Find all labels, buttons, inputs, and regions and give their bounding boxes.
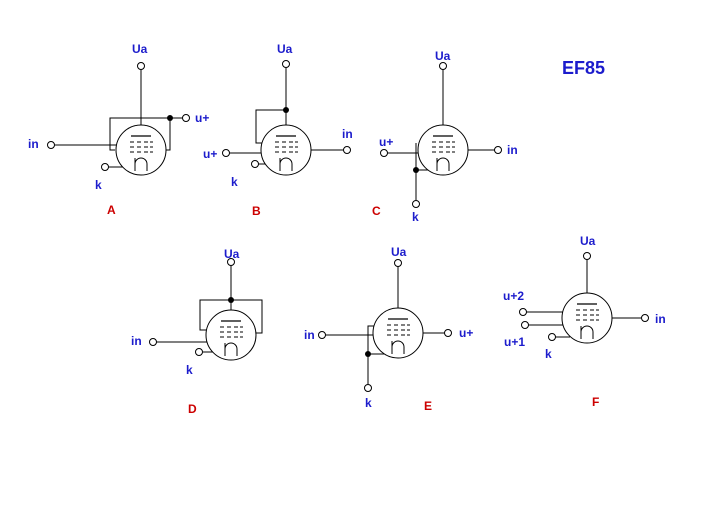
cathode-terminal[interactable] — [251, 160, 259, 168]
circuit-c: Ua in u+ k C — [372, 49, 518, 224]
input-label: in — [28, 137, 39, 151]
anode-label: Ua — [391, 245, 407, 259]
screen-label: u+ — [459, 326, 473, 340]
cathode-label: k — [95, 178, 102, 192]
input-terminal[interactable] — [149, 338, 157, 346]
cathode-label: k — [186, 363, 193, 377]
screen2-terminal[interactable] — [519, 308, 527, 316]
cathode-label: k — [365, 396, 372, 410]
circuit-letter: C — [372, 204, 381, 218]
circuit-b: Ua in u+ k B — [203, 42, 353, 218]
screen2-label: u+2 — [503, 289, 524, 303]
diagram-title: EF85 — [562, 58, 605, 78]
cathode-label: k — [545, 347, 552, 361]
tube-envelope — [417, 124, 469, 176]
circuit-letter: F — [592, 395, 599, 409]
input-label: in — [304, 328, 315, 342]
circuit-letter: A — [107, 203, 116, 217]
circuit-d: Ua in k D — [131, 247, 263, 416]
screen-label: u+ — [203, 147, 217, 161]
input-label: in — [342, 127, 353, 141]
tube-envelope — [561, 292, 613, 344]
tube-envelope — [260, 124, 312, 176]
circuit-letter: B — [252, 204, 261, 218]
input-terminal[interactable] — [494, 146, 502, 154]
screen1-terminal[interactable] — [521, 321, 529, 329]
input-label: in — [507, 143, 518, 157]
screen-terminal[interactable] — [182, 114, 190, 122]
circuit-e: Ua in u+ k E — [304, 245, 473, 413]
anode-label: Ua — [277, 42, 293, 56]
input-label: in — [131, 334, 142, 348]
cathode-terminal[interactable] — [412, 200, 420, 208]
cathode-terminal[interactable] — [548, 333, 556, 341]
anode-terminal[interactable] — [137, 62, 145, 70]
input-terminal[interactable] — [343, 146, 351, 154]
cathode-terminal[interactable] — [364, 384, 372, 392]
anode-label: Ua — [580, 234, 596, 248]
screen-label: u+ — [195, 111, 209, 125]
input-terminal[interactable] — [47, 141, 55, 149]
screen-terminal[interactable] — [444, 329, 452, 337]
screen-label: u+ — [379, 135, 393, 149]
anode-label: Ua — [132, 42, 148, 56]
anode-terminal[interactable] — [227, 258, 235, 266]
screen-terminal[interactable] — [222, 149, 230, 157]
screen-terminal[interactable] — [380, 149, 388, 157]
anode-terminal[interactable] — [439, 62, 447, 70]
circuit-letter: E — [424, 399, 432, 413]
tube-envelope — [372, 307, 424, 359]
cathode-label: k — [412, 210, 419, 224]
anode-terminal[interactable] — [282, 60, 290, 68]
screen1-label: u+1 — [504, 335, 525, 349]
tube-envelope — [115, 124, 167, 176]
anode-label: Ua — [224, 247, 240, 261]
cathode-terminal[interactable] — [195, 348, 203, 356]
input-label: in — [655, 312, 666, 326]
input-terminal[interactable] — [641, 314, 649, 322]
cathode-label: k — [231, 175, 238, 189]
circuit-f: Ua in u+2 u+1 k F — [503, 234, 666, 409]
tube-envelope — [205, 309, 257, 361]
anode-terminal[interactable] — [394, 259, 402, 267]
anode-label: Ua — [435, 49, 451, 63]
input-terminal[interactable] — [318, 331, 326, 339]
cathode-terminal[interactable] — [101, 163, 109, 171]
circuit-a: Ua in u+ k A — [28, 42, 209, 217]
circuit-letter: D — [188, 402, 197, 416]
anode-terminal[interactable] — [583, 252, 591, 260]
